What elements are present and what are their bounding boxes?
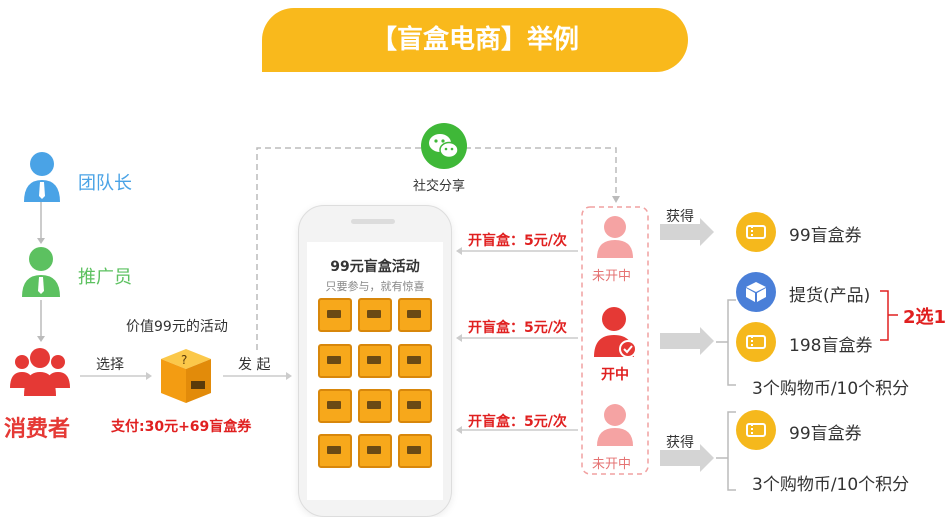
payment-label: 支付:30元+69盲盒券 <box>111 419 252 435</box>
grid-box[interactable] <box>358 344 392 378</box>
product-box-icon <box>736 272 776 312</box>
grid-box[interactable] <box>398 389 432 423</box>
social-share-label: 社交分享 <box>413 179 466 194</box>
grid-box[interactable] <box>318 298 352 332</box>
get-label-bottom: 获得 <box>666 435 694 451</box>
grid-box[interactable] <box>398 344 432 378</box>
grid-box[interactable] <box>358 434 392 468</box>
coupon-icon <box>736 212 776 252</box>
user-icon <box>596 214 634 262</box>
get-label-top: 获得 <box>666 209 694 225</box>
open-price-3: 开盲盒：5元/次 <box>468 414 567 430</box>
user-status-3: 未开中 <box>592 457 632 472</box>
team-leader-label: 团队长 <box>78 173 132 194</box>
choose-one-label: 2选1 <box>903 307 947 328</box>
winner-user-icon <box>594 305 638 365</box>
page-title: 【盲盒电商】举例 <box>370 25 579 55</box>
coupon-icon <box>736 410 776 450</box>
open-price-1: 开盲盒：5元/次 <box>468 233 567 249</box>
flow-connectors <box>37 147 898 491</box>
reward-product: 提货(产品) <box>789 286 871 306</box>
reward-bottom-coupon: 99盲盒券 <box>789 424 862 444</box>
grid-box[interactable] <box>318 434 352 468</box>
title-banner <box>262 8 688 72</box>
grid-box[interactable] <box>398 298 432 332</box>
promoter-label: 推广员 <box>78 267 132 288</box>
activity-subtitle: 只要参与，就有惊喜 <box>325 280 425 293</box>
select-label: 选择 <box>96 357 124 373</box>
coupon-icon <box>736 322 776 362</box>
reward-mid-coupon: 198盲盒券 <box>789 336 873 356</box>
activity-value-label: 价值99元的活动 <box>126 319 228 335</box>
consumer-group-icon <box>10 344 70 404</box>
user-icon <box>596 402 634 450</box>
activity-title: 99元盲盒活动 <box>330 259 420 275</box>
reward-top: 99盲盒券 <box>789 226 862 246</box>
launch-label: 发 起 <box>238 357 271 373</box>
grid-box[interactable] <box>318 344 352 378</box>
promoter-icon <box>20 245 62 301</box>
grid-box[interactable] <box>318 389 352 423</box>
grid-box[interactable] <box>358 298 392 332</box>
grid-box[interactable] <box>358 389 392 423</box>
team-leader-icon <box>22 150 62 206</box>
user-status-1: 未开中 <box>592 269 632 284</box>
reward-bottom-points: 3个购物币/10个积分 <box>752 475 910 495</box>
wechat-icon <box>421 123 467 173</box>
consumer-label: 消费者 <box>4 417 71 442</box>
open-price-2: 开盲盒：5元/次 <box>468 320 567 336</box>
blind-box-icon: ? <box>155 345 217 409</box>
user-status-2: 开中 <box>601 367 629 383</box>
svg-text:?: ? <box>181 353 187 367</box>
grid-box[interactable] <box>398 434 432 468</box>
phone-speaker <box>351 219 395 224</box>
reward-mid-points: 3个购物币/10个积分 <box>752 379 910 399</box>
